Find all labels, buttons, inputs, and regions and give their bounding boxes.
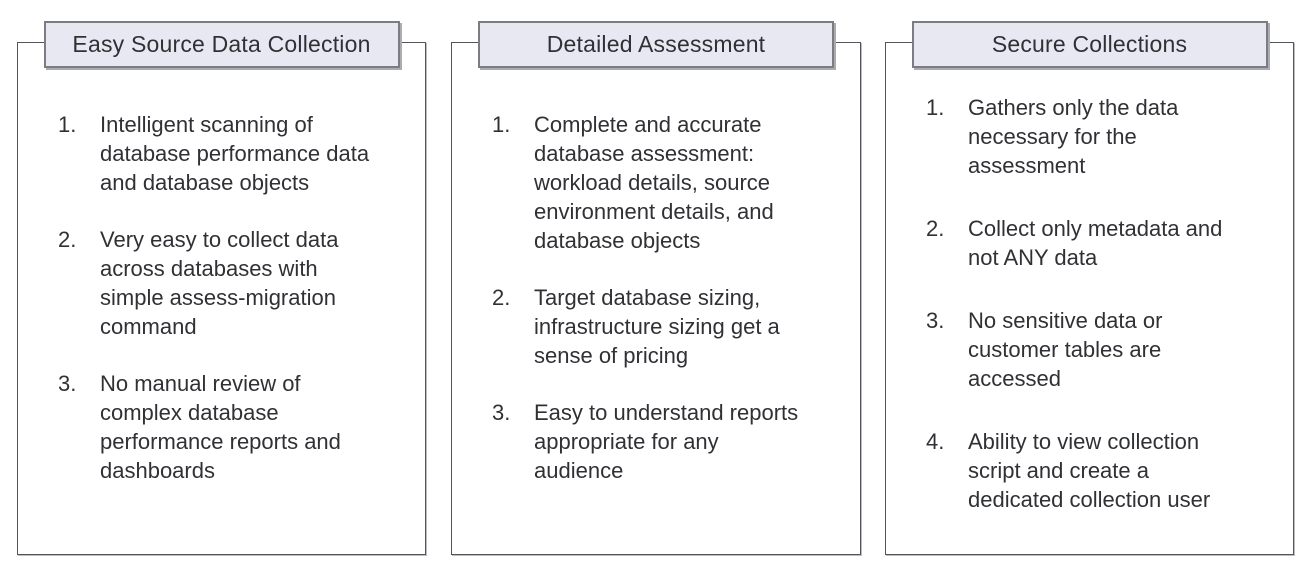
list-item: 2. Very easy to collect data across data… xyxy=(58,225,414,341)
panel-detailed-assessment: Detailed Assessment 1. Complete and accu… xyxy=(451,0,861,576)
list-item-number: 3. xyxy=(492,400,511,425)
panel-title: Secure Collections xyxy=(991,31,1188,57)
panel-title-tab: Secure Collections xyxy=(911,21,1268,68)
list-item-number: 2. xyxy=(58,227,77,252)
list-item-text: Complete and accurate database assessmen… xyxy=(534,112,774,253)
list-item: 3. Easy to understand reports appropriat… xyxy=(492,398,849,485)
list-item-number: 3. xyxy=(58,371,77,396)
list-item: 1. Gathers only the data necessary for t… xyxy=(926,93,1282,180)
list-item-number: 2. xyxy=(492,285,511,310)
panel-title-tab: Easy Source Data Collection xyxy=(43,21,400,68)
panel-title-tab: Detailed Assessment xyxy=(478,21,834,68)
list-item-text: Collect only metadata and not ANY data xyxy=(968,216,1223,270)
list-item-text: Intelligent scanning of database perform… xyxy=(100,112,370,195)
numbered-list: 1. Complete and accurate database assess… xyxy=(492,110,849,513)
list-item: 2. Target database sizing, infrastructur… xyxy=(492,283,849,370)
list-item-text: Very easy to collect data across databas… xyxy=(100,227,339,339)
list-item-number: 1. xyxy=(492,112,511,137)
list-item: 3. No manual review of complex database … xyxy=(58,369,414,485)
numbered-list: 1. Gathers only the data necessary for t… xyxy=(926,93,1282,548)
list-item-number: 4. xyxy=(926,429,945,454)
list-item: 4. Ability to view collection script and… xyxy=(926,427,1282,514)
list-item: 3. No sensitive data or customer tables … xyxy=(926,306,1282,393)
panel-secure-collections: Secure Collections 1. Gathers only the d… xyxy=(885,0,1294,576)
list-item: 1. Intelligent scanning of database perf… xyxy=(58,110,414,197)
panel-title: Detailed Assessment xyxy=(546,31,766,57)
list-item-number: 2. xyxy=(926,216,945,241)
list-item-text: Gathers only the data necessary for the … xyxy=(968,95,1179,178)
list-item-text: No manual review of complex database per… xyxy=(100,371,341,483)
panel-body-box xyxy=(451,42,861,555)
list-item-text: Target database sizing, infrastructure s… xyxy=(534,285,780,368)
list-item-number: 3. xyxy=(926,308,945,333)
panel-title: Easy Source Data Collection xyxy=(72,31,371,57)
list-item: 2. Collect only metadata and not ANY dat… xyxy=(926,214,1282,272)
list-item-text: Ability to view collection script and cr… xyxy=(968,429,1211,512)
panel-body-box xyxy=(17,42,426,555)
list-item-number: 1. xyxy=(58,112,77,137)
list-item-number: 1. xyxy=(926,95,945,120)
panel-easy-source-data-collection: Easy Source Data Collection 1. Intellige… xyxy=(17,0,426,576)
list-item: 1. Complete and accurate database assess… xyxy=(492,110,849,255)
list-item-text: Easy to understand reports appropriate f… xyxy=(534,400,799,483)
numbered-list: 1. Intelligent scanning of database perf… xyxy=(58,110,414,513)
panel-body-box xyxy=(885,42,1294,555)
list-item-text: No sensitive data or customer tables are… xyxy=(968,308,1163,391)
